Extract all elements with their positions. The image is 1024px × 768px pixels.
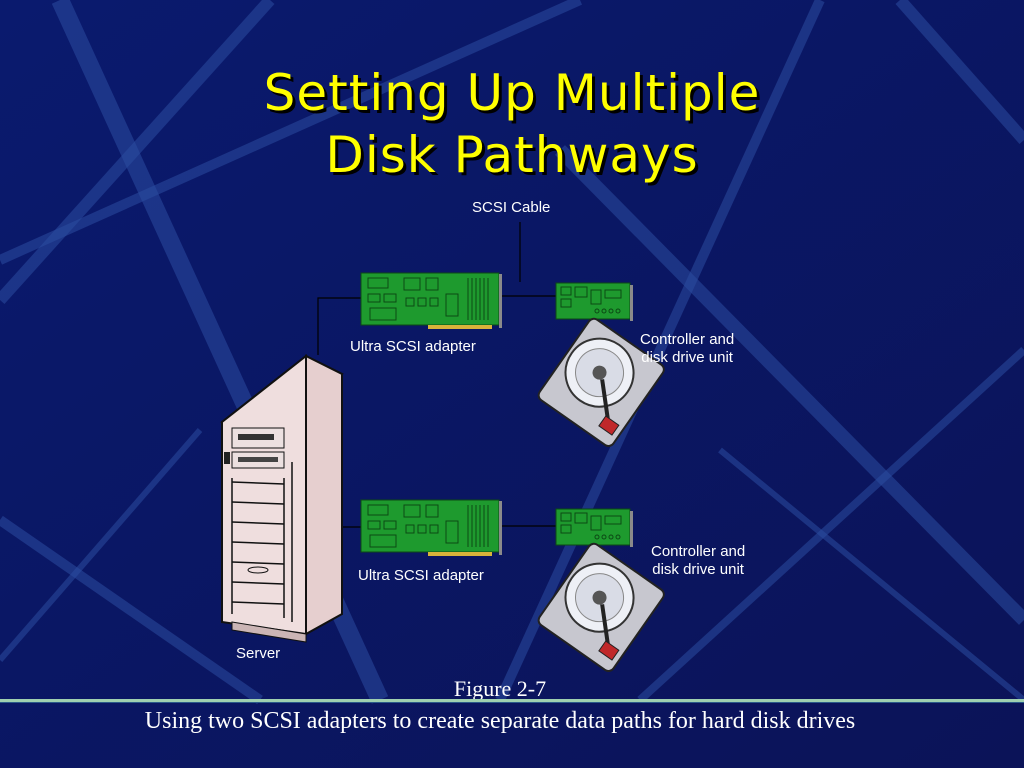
- figure-number: Figure 2-7: [453, 676, 547, 701]
- controller-label-bottom-line1: Controller and: [651, 543, 746, 560]
- slide-title-line1: Setting Up Multiple: [263, 64, 761, 122]
- figure-caption: Using two SCSI adapters to create separa…: [144, 708, 856, 734]
- server-tower-icon: [220, 353, 344, 643]
- controller-label-top-line2: disk drive unit: [641, 349, 733, 366]
- server-label: Server: [236, 645, 281, 662]
- slide-title-line2: Disk Pathways: [325, 126, 699, 184]
- controller-label-bottom-line2: disk drive unit: [652, 561, 744, 578]
- hard-disk-icon-top: [537, 317, 665, 447]
- controller-label-bottom: Controller and disk drive unit: [651, 543, 745, 579]
- adapter-label-top: Ultra SCSI adapter: [350, 338, 476, 355]
- scsi-cable-label: SCSI Cable: [472, 199, 551, 216]
- divider-shadow: [0, 702, 1024, 703]
- controller-label-top-line1: Controller and: [640, 331, 735, 348]
- adapter-label-bottom: Ultra SCSI adapter: [358, 567, 484, 584]
- hard-disk-icon-bottom: [537, 542, 665, 672]
- scsi-adapter-board-top: [360, 272, 502, 329]
- scsi-adapter-board-bottom: [360, 499, 502, 556]
- divider-line: [0, 699, 1024, 702]
- cable-lines: [317, 222, 556, 528]
- controller-label-top: Controller and disk drive unit: [640, 331, 734, 367]
- slide-title: Setting Up Multiple Disk Pathways: [0, 62, 1024, 186]
- cable-server-top-adapter: [317, 297, 362, 355]
- controller-card-top: [555, 282, 633, 321]
